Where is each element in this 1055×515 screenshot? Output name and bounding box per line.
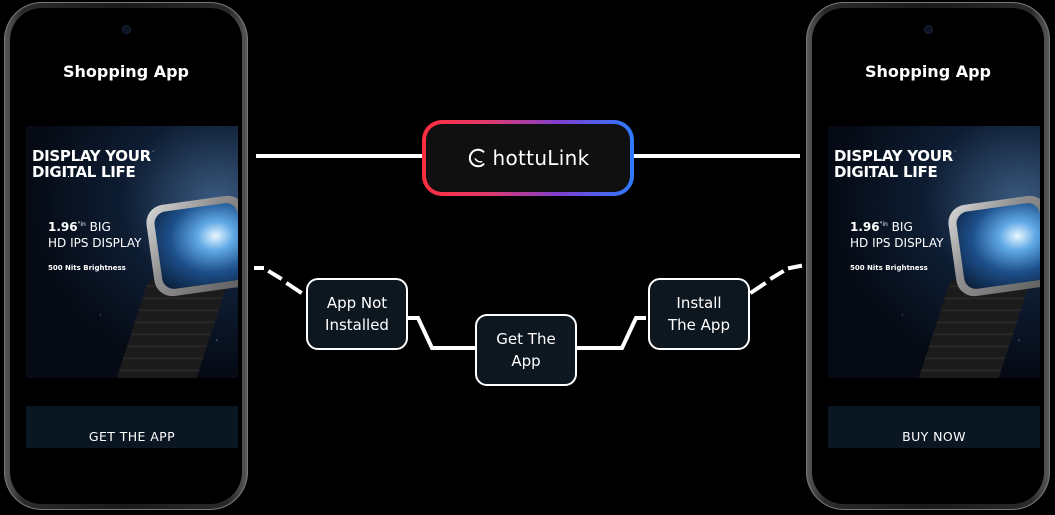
connector-dash	[408, 316, 478, 350]
app-title: Shopping App	[63, 62, 189, 81]
display-size: 1.96"in BIG	[850, 220, 913, 234]
camera-icon	[123, 26, 130, 33]
install-the-app-step: Install The App	[648, 278, 750, 350]
banner-headline-line2: DIGITAL LIFE	[834, 163, 938, 181]
buy-now-button[interactable]: BUY NOW	[828, 406, 1040, 448]
top-connector-left	[256, 154, 422, 158]
chottulink-logo: hottuLink	[422, 120, 634, 196]
connector-dash	[749, 281, 767, 295]
chottulink-logo-inner: hottuLink	[426, 124, 630, 192]
display-size-suffix: BIG	[89, 220, 111, 234]
step-label-line2: App	[511, 352, 541, 370]
display-type: HD IPS DISPLAY	[850, 236, 944, 250]
banner-headline: DISPLAY YOUR DIGITAL LIFE	[32, 148, 202, 180]
banner-headline-line1: DISPLAY YOUR	[32, 147, 151, 165]
get-the-app-button[interactable]: GET THE APP	[26, 406, 238, 448]
step-label-line1: Get The	[496, 330, 556, 348]
brightness-spec: 500 Nits Brightness	[48, 264, 126, 272]
app-title: Shopping App	[865, 62, 991, 81]
left-phone: Shopping App DISPLAY YOUR DIGITAL LIFE 1…	[4, 2, 248, 510]
connector-dash	[285, 281, 303, 295]
product-banner[interactable]: DISPLAY YOUR DIGITAL LIFE 1.96"in BIG HD…	[828, 126, 1040, 378]
step-label-line1: App Not	[326, 294, 388, 312]
connector-dash	[769, 269, 785, 281]
top-connector-right	[634, 154, 800, 158]
display-size-unit: "in	[879, 221, 888, 228]
right-phone: Shopping App DISPLAY YOUR DIGITAL LIFE 1…	[806, 2, 1050, 510]
connector-dash	[267, 269, 283, 281]
banner-headline-line1: DISPLAY YOUR	[834, 147, 953, 165]
chottulink-logo-text: hottuLink	[492, 146, 590, 170]
display-size-suffix: BIG	[891, 220, 913, 234]
camera-icon	[925, 26, 932, 33]
connector-dash	[576, 316, 646, 350]
step-label-line1: Install	[676, 294, 722, 312]
brightness-spec: 500 Nits Brightness	[850, 264, 928, 272]
step-label-line2: The App	[668, 316, 730, 334]
banner-headline: DISPLAY YOUR DIGITAL LIFE	[834, 148, 1004, 180]
banner-headline-line2: DIGITAL LIFE	[32, 163, 136, 181]
step-label-line2: Installed	[325, 316, 389, 334]
display-size-unit: "in	[77, 221, 86, 228]
display-size: 1.96"in BIG	[48, 220, 111, 234]
app-not-installed-step: App Not Installed	[306, 278, 408, 350]
connector-dash	[787, 263, 803, 271]
display-type: HD IPS DISPLAY	[48, 236, 142, 250]
product-banner[interactable]: DISPLAY YOUR DIGITAL LIFE 1.96"in BIG HD…	[26, 126, 238, 378]
right-phone-screen: Shopping App DISPLAY YOUR DIGITAL LIFE 1…	[812, 8, 1044, 504]
get-the-app-step: Get The App	[475, 314, 577, 386]
left-phone-screen: Shopping App DISPLAY YOUR DIGITAL LIFE 1…	[10, 8, 242, 504]
crescent-c-icon	[468, 148, 485, 168]
display-size-value: 1.96	[48, 220, 78, 234]
display-size-value: 1.96	[850, 220, 880, 234]
